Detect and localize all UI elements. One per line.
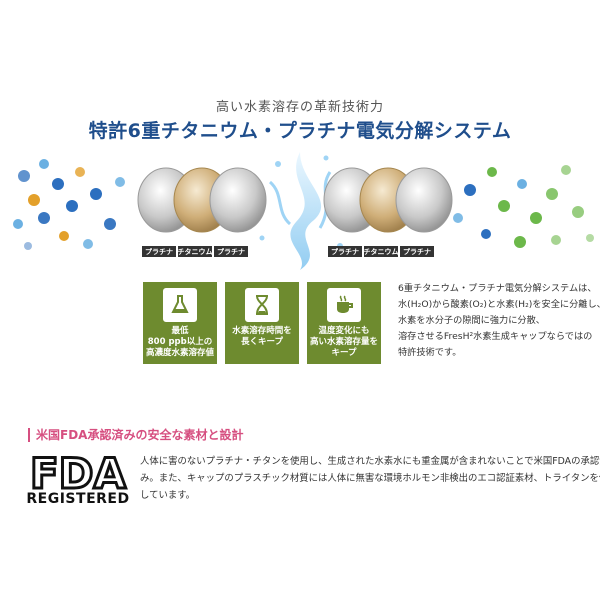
flask-icon — [163, 288, 197, 322]
system-description: 6重チタニウム・プラチナ電気分解システムは、 水(H₂O)から酸素(O₂)と水素… — [398, 283, 600, 358]
plate-label: チタニウム — [178, 247, 213, 256]
plate-label: プラチナ — [403, 247, 431, 256]
electrolysis-illustration: プラチナ チタニウム プラチナ プラチナ チタニウム プラチナ — [13, 152, 594, 270]
plates-right: プラチナ チタニウム プラチナ — [323, 167, 453, 257]
cup-icon — [327, 288, 361, 322]
feature-box-concentration: 最低 800 ppb以上の 高濃度水素溶存値 — [143, 282, 217, 364]
subtitle: 高い水素溶存の革新技術力 — [215, 100, 384, 115]
svg-text:FDA: FDA — [30, 449, 127, 498]
plate-label: プラチナ — [217, 247, 245, 256]
feature-box-duration: 水素溶存時間を 長くキープ — [225, 282, 299, 364]
plate-label: プラチナ — [331, 247, 359, 256]
feature-box-temperature: 温度変化にも 高い水素溶存量を キープ — [307, 282, 381, 364]
fda-paragraph: 人体に害のないプラチナ・チタンを使用し、生成された水素水にも重金属が含まれないこ… — [140, 456, 600, 501]
fda-registered-logo: FDA — [28, 448, 128, 500]
plates-left: プラチナ チタニウム プラチナ — [137, 167, 267, 257]
fda-section-heading: 米国FDA承認済みの安全な素材と設計 — [28, 428, 243, 442]
molecules-right — [453, 165, 594, 248]
plate-label: チタニウム — [364, 247, 399, 256]
page-title: 特許6重チタニウム・プラチナ電気分解システム — [88, 120, 512, 142]
molecules-left — [13, 159, 125, 250]
hourglass-icon — [245, 288, 279, 322]
fda-logo-sub: REGISTERED — [26, 491, 130, 507]
plate-label: プラチナ — [145, 247, 173, 256]
